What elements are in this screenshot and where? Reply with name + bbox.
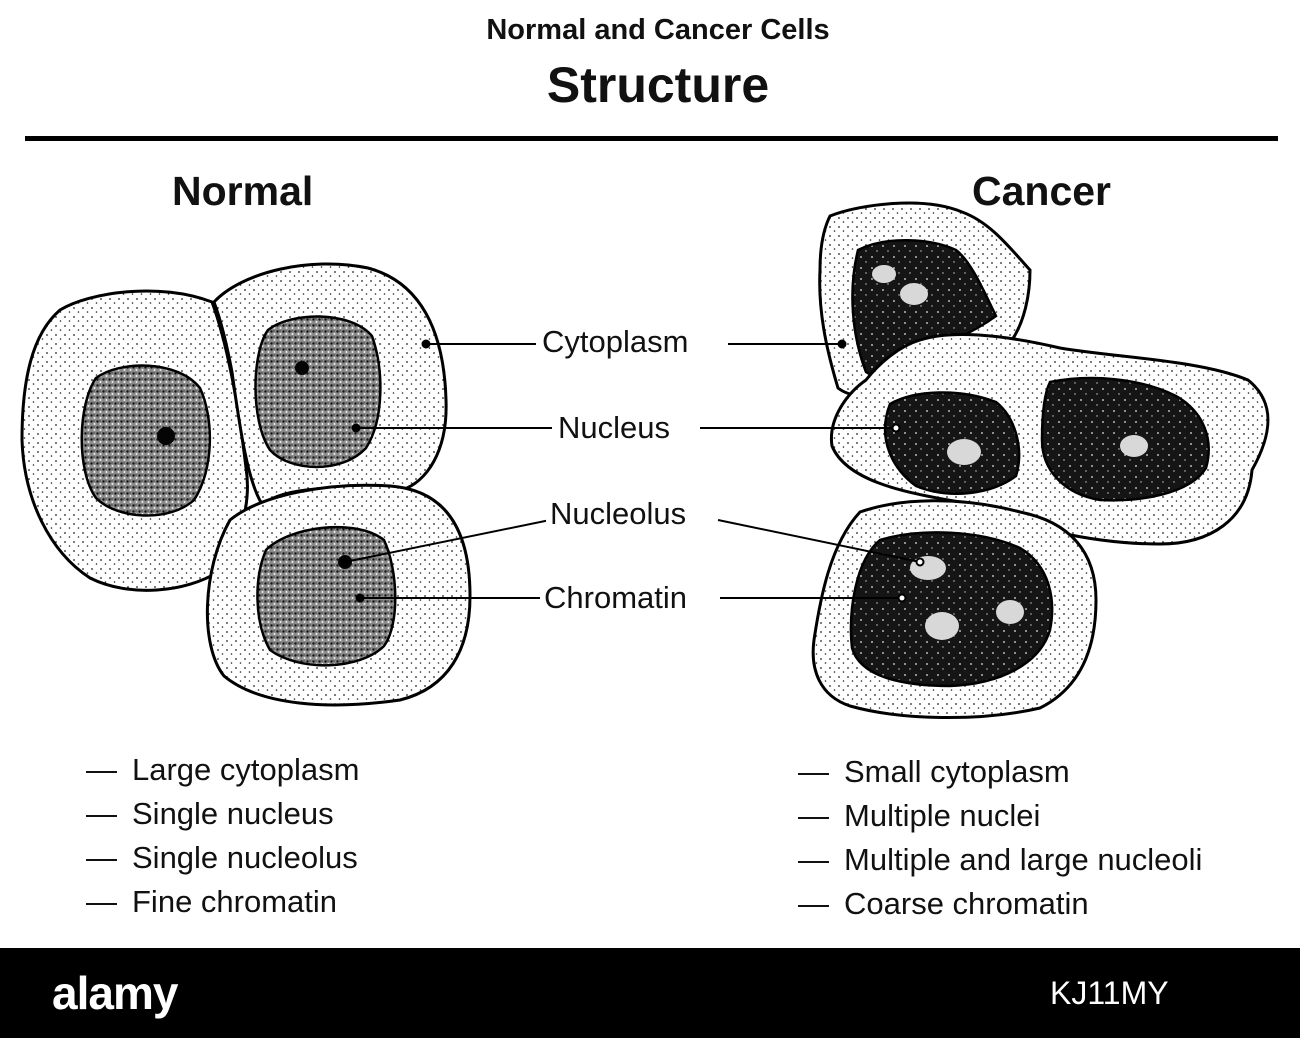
image-id: KJ11MY <box>1050 975 1169 1011</box>
cancer-trait-item: —Multiple nuclei <box>798 798 1041 833</box>
normal-trait-item: —Large cytoplasm <box>86 752 360 787</box>
normal-trait-item: —Single nucleolus <box>86 840 358 875</box>
diagram-subtitle: Normal and Cancer Cells <box>486 14 830 46</box>
normal-heading: Normal <box>172 168 314 214</box>
cancer-heading: Cancer <box>972 168 1112 214</box>
label-chromatin: Chromatin <box>540 580 691 616</box>
normal-cell-bottom <box>205 483 472 707</box>
normal-trait-item: —Single nucleus <box>86 796 334 831</box>
footer-bar <box>0 948 1300 1038</box>
cancer-traits-list: —Small cytoplasm —Multiple nuclei —Multi… <box>798 750 1202 926</box>
cancer-trait-item: —Coarse chromatin <box>798 886 1089 921</box>
cancer-trait-item: —Small cytoplasm <box>798 754 1070 789</box>
label-nucleus: Nucleus <box>554 410 674 446</box>
normal-cell-top <box>212 262 448 507</box>
normal-trait-item: —Fine chromatin <box>86 884 338 919</box>
label-nucleolus: Nucleolus <box>546 496 691 532</box>
title-rule <box>25 136 1278 141</box>
diagram-title: Structure <box>546 57 770 113</box>
cancer-cell-top <box>818 201 1032 397</box>
label-cytoplasm: Cytoplasm <box>538 324 693 360</box>
cell-diagram <box>20 201 1270 719</box>
normal-traits-list: —Large cytoplasm —Single nucleus —Single… <box>86 748 359 924</box>
normal-cell-left <box>20 289 249 592</box>
cancer-cell-bottom <box>811 499 1098 719</box>
cancer-cell-middle <box>829 333 1270 546</box>
cancer-trait-item: —Multiple and large nucleoli <box>798 842 1203 877</box>
leader-lines <box>340 339 925 603</box>
alamy-logo: alamy <box>52 967 178 1019</box>
